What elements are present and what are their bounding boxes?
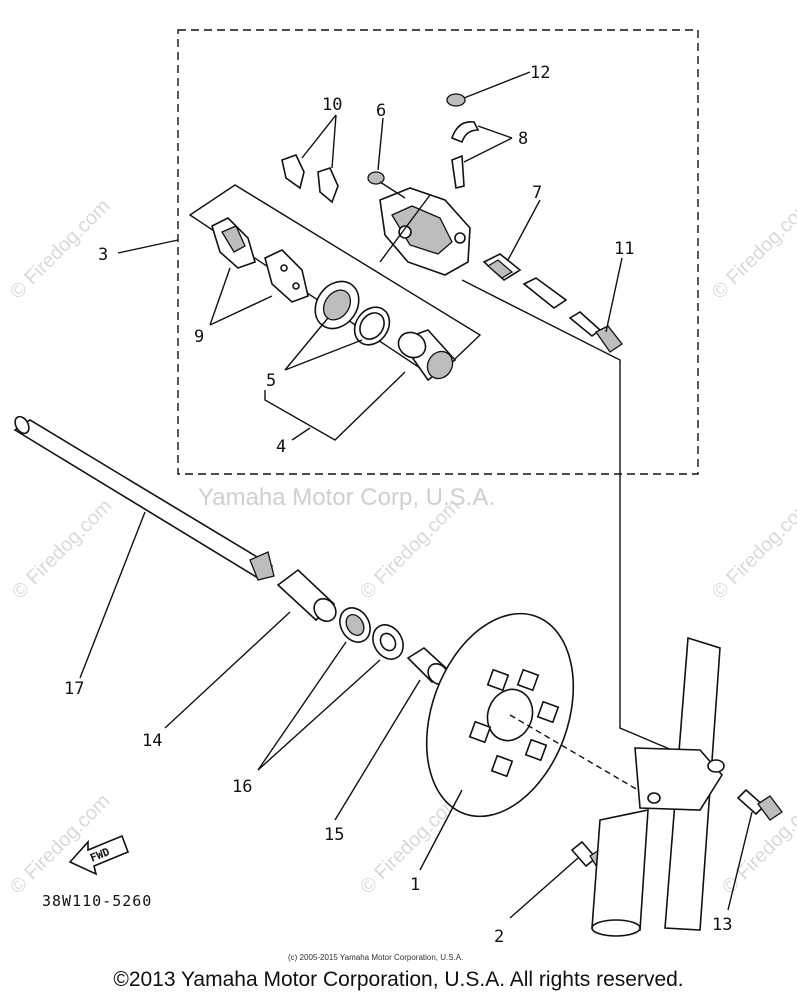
caliper-body — [379, 187, 471, 276]
slide-sleeve — [522, 277, 568, 309]
callout-10: 10 — [322, 95, 342, 115]
leader-9a — [209, 267, 231, 326]
callout-6: 6 — [376, 101, 386, 121]
axle-spacer — [276, 568, 337, 623]
slide-pin — [482, 253, 522, 281]
callout-5: 5 — [266, 371, 276, 391]
callout-7: 7 — [532, 183, 542, 203]
leader-16a — [257, 641, 347, 771]
caliper-bolt — [568, 311, 623, 353]
pad-group-outline — [188, 184, 482, 379]
axle-pinch-bolt — [736, 788, 783, 821]
disc-axis — [509, 714, 656, 801]
leader-5b — [284, 339, 363, 371]
fwd-arrow-icon: FWD — [68, 834, 130, 876]
bleed-hose-fitting — [451, 121, 480, 189]
leader-3 — [117, 239, 179, 254]
leader-9b — [209, 295, 273, 326]
oil-seal — [339, 607, 371, 643]
leader-13 — [727, 811, 753, 911]
wheel-bearing — [372, 624, 404, 660]
callout-2: 2 — [494, 927, 504, 947]
leader-4 — [291, 427, 311, 441]
leader-1 — [419, 789, 463, 871]
small-copyright: (c) 2005-2015 Yamaha Motor Corporation, … — [288, 953, 463, 962]
leader-16b — [257, 659, 381, 771]
leader-2 — [509, 857, 579, 919]
caliper-assembly-box — [177, 29, 699, 475]
watermark-site: © Firedog.com — [708, 195, 797, 304]
leader-11 — [605, 257, 623, 333]
leader-10a — [301, 114, 337, 159]
piston-seal-large — [314, 280, 360, 330]
leader-10b — [331, 114, 337, 169]
caliper-piston — [397, 329, 457, 382]
watermark-site: © Firedog.com — [6, 790, 115, 899]
leader-5a — [284, 317, 329, 371]
brake-pad-outer — [264, 249, 309, 303]
callout-12: 12 — [530, 63, 550, 83]
leader-6 — [377, 117, 384, 171]
callout-9: 9 — [194, 327, 204, 347]
front-axle — [13, 415, 275, 581]
piston-seal-small — [353, 306, 391, 346]
bleed-cap — [367, 171, 385, 185]
watermark-site: © Firedog.com — [708, 495, 797, 604]
callout-4: 4 — [276, 437, 286, 457]
leader-7 — [507, 199, 541, 261]
callout-13: 13 — [712, 915, 732, 935]
leader-caliper — [379, 194, 431, 263]
brake-disc — [425, 612, 575, 818]
bracket-4 — [264, 371, 406, 441]
callout-11: 11 — [614, 239, 634, 259]
watermark-corp: Yamaha Motor Corp, U.S.A. — [198, 484, 495, 511]
leader-8b — [463, 137, 513, 163]
pad-clip-left — [281, 154, 305, 190]
part-code: 38W110-5260 — [42, 892, 152, 910]
front-fork-leg — [591, 636, 725, 937]
leader-guide — [461, 279, 701, 763]
leader-12 — [463, 71, 531, 99]
copyright-notice: ©2013 Yamaha Motor Corporation, U.S.A. A… — [113, 968, 684, 991]
callout-1: 1 — [410, 875, 420, 895]
leader-17 — [79, 511, 146, 679]
callout-8: 8 — [518, 129, 528, 149]
watermark-site: © Firedog.com — [356, 495, 465, 604]
callout-3: 3 — [98, 245, 108, 265]
bleed-axis — [379, 181, 406, 199]
brake-pad-inner — [211, 217, 256, 269]
callout-16: 16 — [232, 777, 252, 797]
pad-clip-right — [317, 167, 339, 204]
watermark-site: © Firedog.com — [8, 495, 117, 604]
leader-15 — [334, 679, 421, 821]
leader-8a — [477, 125, 513, 139]
leader-14 — [164, 611, 291, 729]
callout-17: 17 — [64, 679, 84, 699]
callout-15: 15 — [324, 825, 344, 845]
bleed-screw-cap — [446, 93, 466, 107]
callout-14: 14 — [142, 731, 162, 751]
